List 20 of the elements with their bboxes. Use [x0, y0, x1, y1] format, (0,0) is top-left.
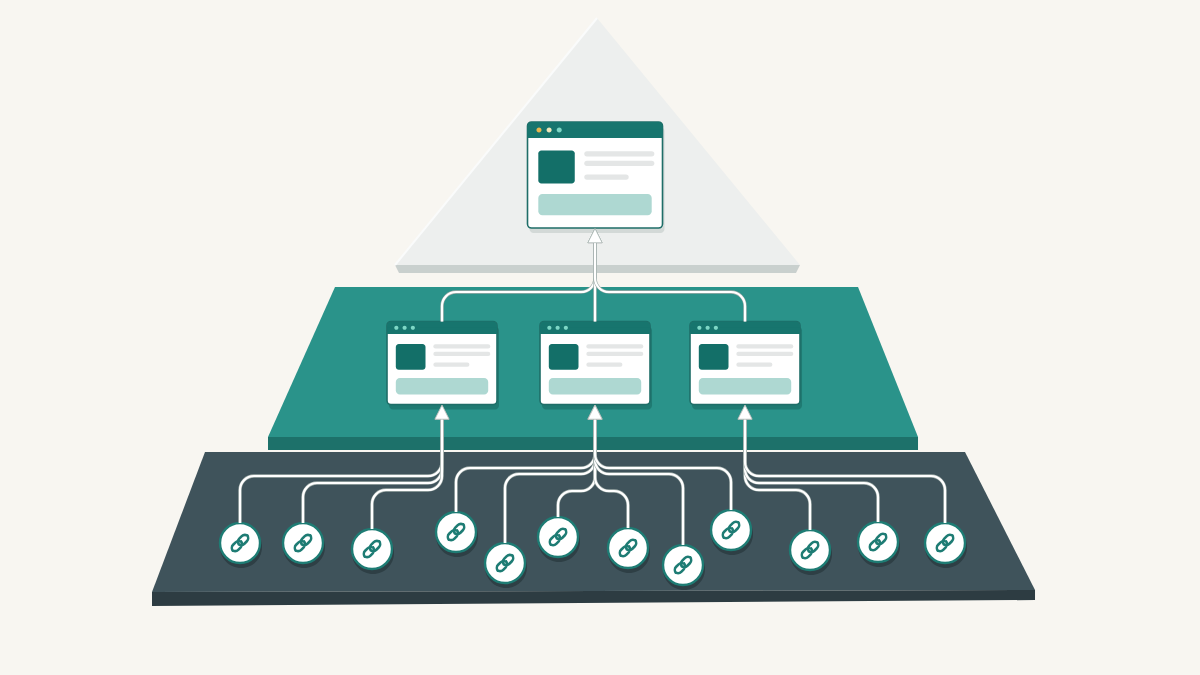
link-circle: [434, 510, 478, 557]
link-circle: [281, 521, 325, 568]
web-page-window: [689, 320, 802, 410]
link-circle: [483, 541, 527, 588]
link-circle: [218, 521, 262, 568]
web-page-window: [539, 320, 652, 410]
link-circle: [788, 528, 832, 575]
arrow: [370, 404, 450, 529]
link-circle: [709, 508, 753, 555]
arrow: [587, 404, 733, 510]
link-circle: [536, 515, 580, 562]
web-page-window: [386, 320, 499, 410]
arrow: [737, 404, 947, 523]
arrow: [587, 228, 747, 322]
link-circle: [350, 527, 394, 574]
link-circle: [923, 521, 967, 568]
link-circle: [661, 543, 705, 590]
link-circle: [606, 526, 650, 573]
link-circle: [856, 520, 900, 567]
web-page-window: [526, 121, 665, 233]
